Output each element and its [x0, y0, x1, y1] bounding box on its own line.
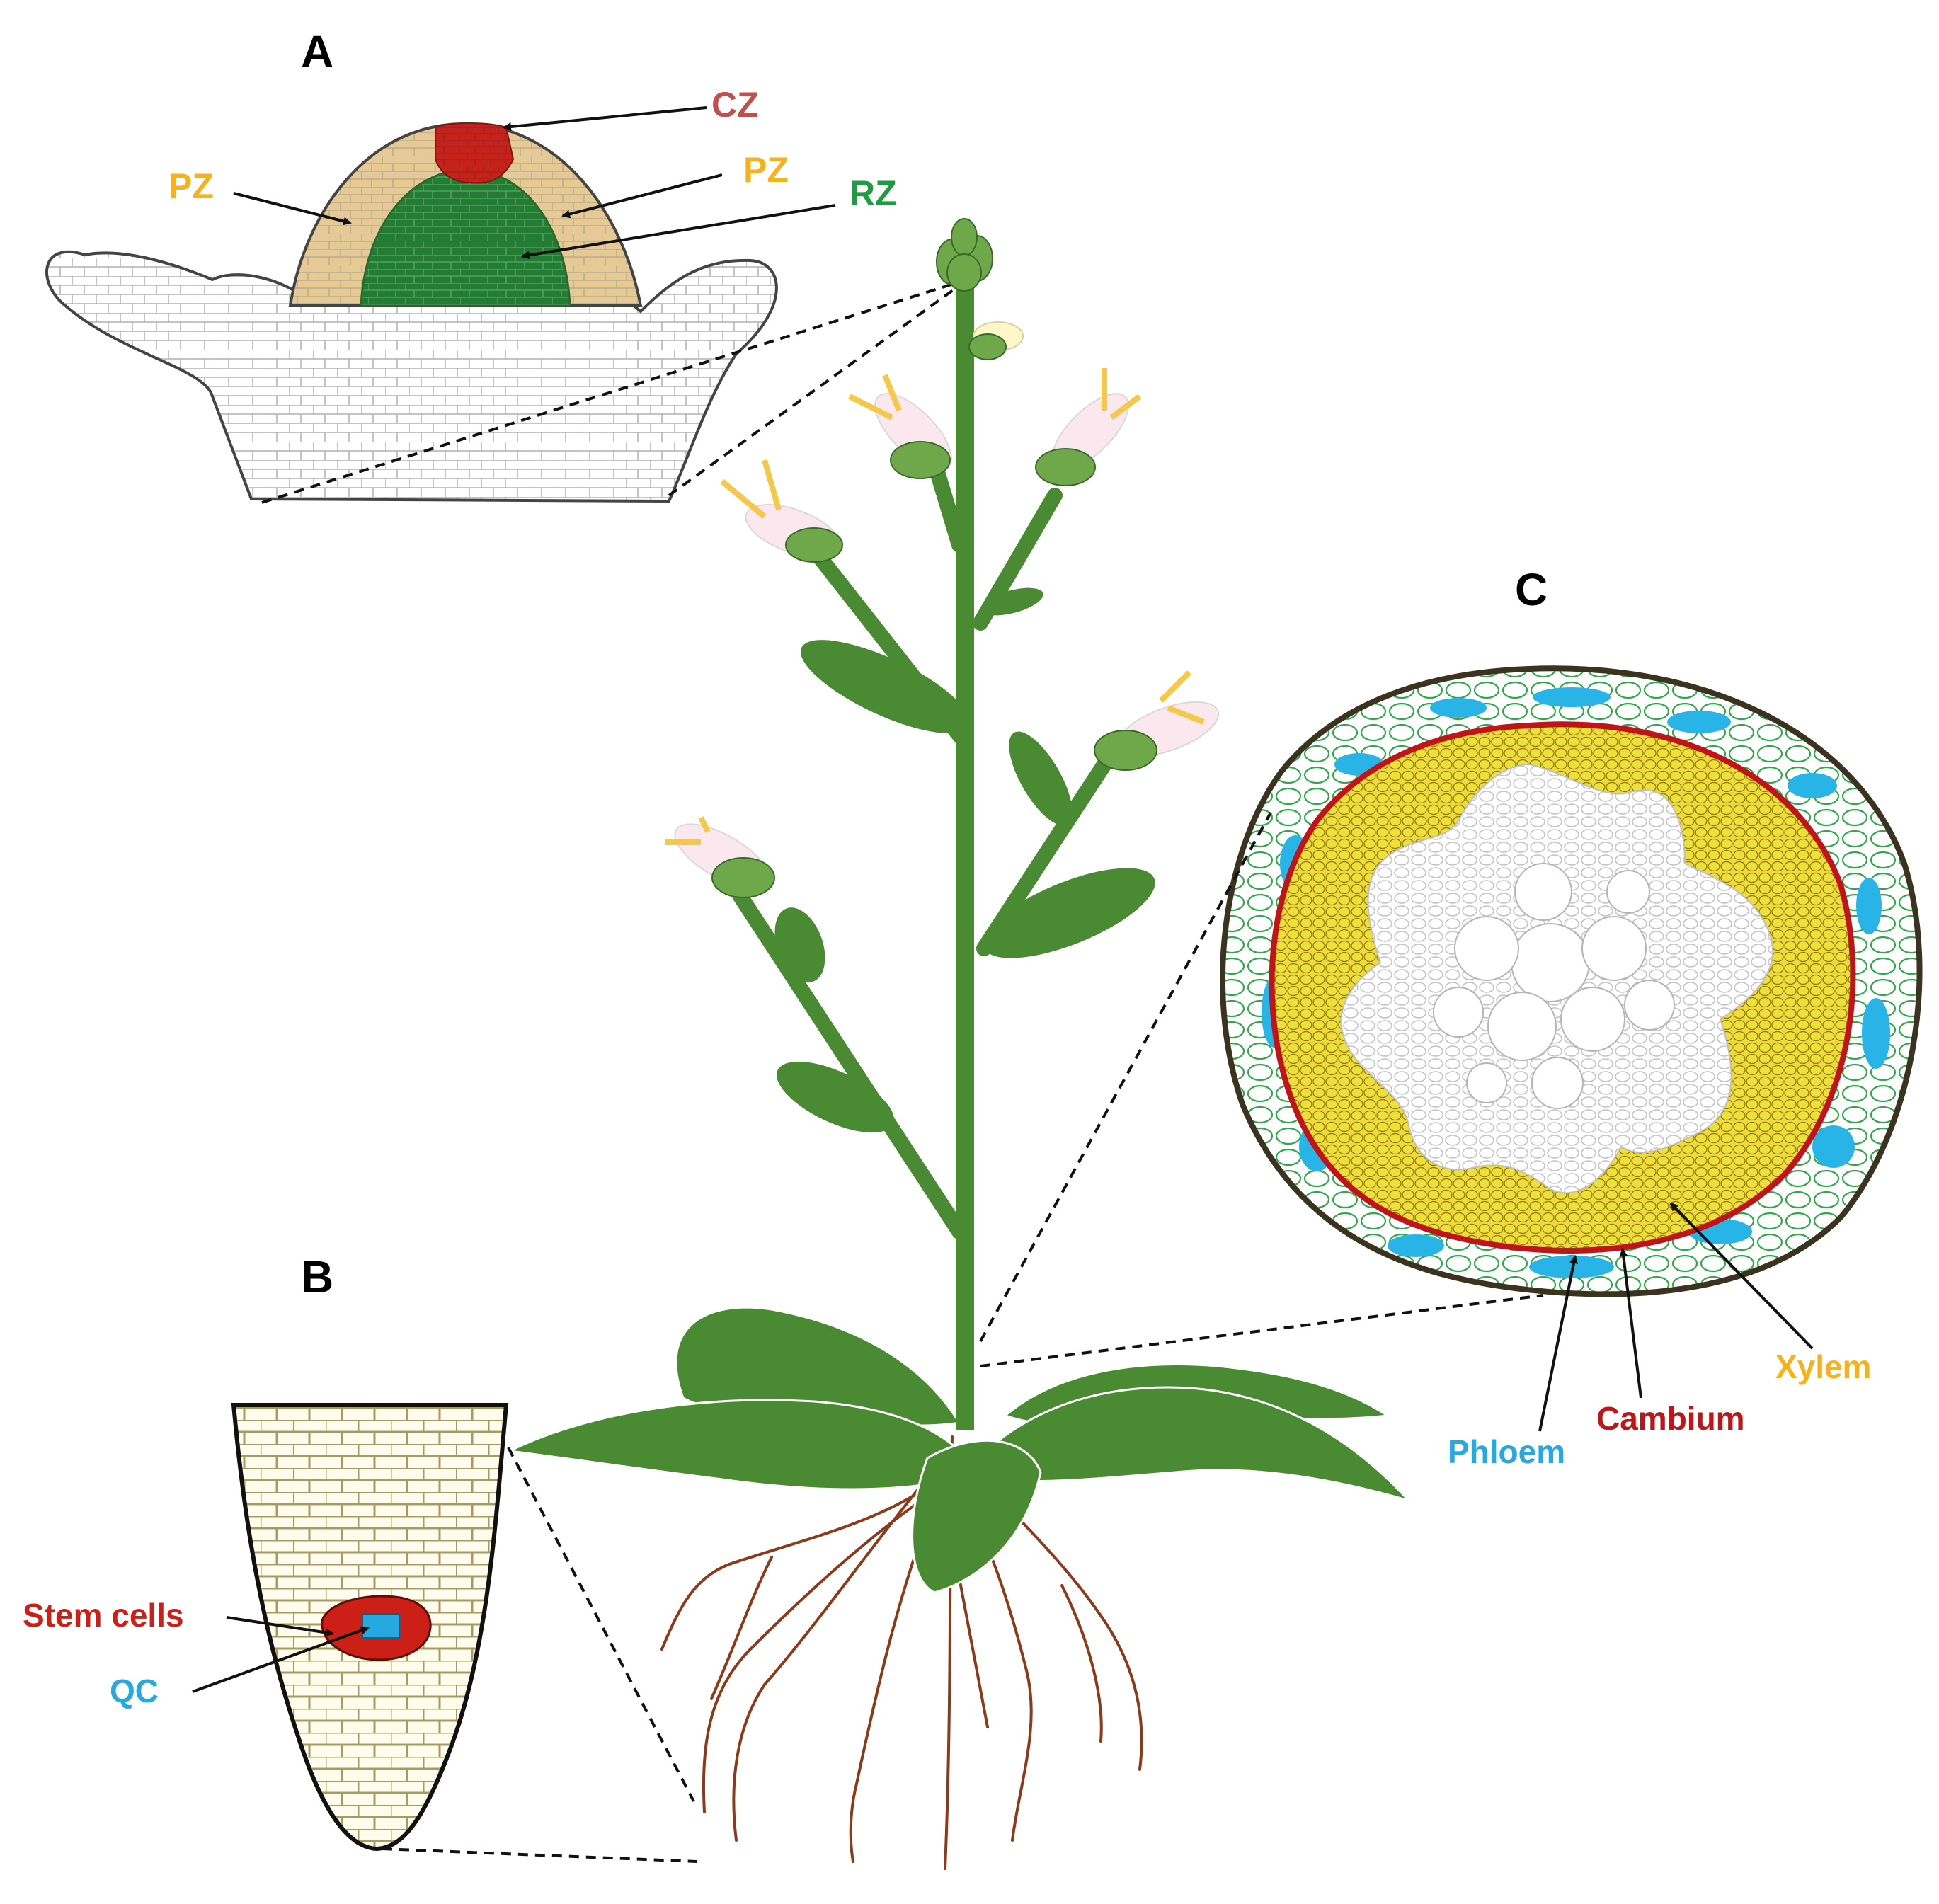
stem-cells-label: Stem cells: [23, 1597, 184, 1634]
rosette-leaves: [505, 1306, 1412, 1594]
central-zone: [435, 122, 515, 184]
panel-a: A CZ PZ PZ RZ: [45, 26, 964, 504]
cz-arrow: [503, 106, 707, 131]
inflorescence-apex: [936, 218, 993, 292]
panel-b: B Stem cells QC: [23, 1251, 698, 1863]
stem-cells-arrow: [226, 1616, 334, 1637]
xylem-label: Xylem: [1775, 1348, 1872, 1385]
quiescent-center: [362, 1613, 400, 1639]
zoom-line-b-upper: [507, 1447, 695, 1802]
main-stem: [956, 283, 974, 1430]
pz-right-arrow: [561, 173, 723, 219]
sam-tissue-base: [45, 250, 778, 503]
rz-label: RZ: [850, 173, 897, 213]
pith-large-cells: [1433, 863, 1675, 1109]
flowers: [665, 218, 1220, 898]
cambium-arrow: [1619, 1248, 1642, 1399]
flower: [1094, 670, 1220, 771]
cambium-label: Cambium: [1596, 1400, 1745, 1437]
flower: [1035, 368, 1142, 486]
flower: [665, 816, 775, 898]
pz-right-label: PZ: [743, 150, 789, 190]
pz-left-label: PZ: [168, 166, 214, 206]
zoom-line-a-upper: [668, 282, 964, 497]
xylem-arrow: [1669, 1202, 1814, 1350]
phloem-label: Phloem: [1448, 1433, 1565, 1470]
zoom-line-a-lower: [261, 282, 956, 504]
branches: [732, 466, 1112, 1239]
flower: [848, 374, 952, 479]
qc-label: QC: [110, 1673, 159, 1709]
flower: [720, 459, 843, 563]
flower-bud: [968, 321, 1024, 360]
pz-left-arrow: [233, 192, 352, 226]
zoom-line-c-lower: [980, 1294, 1544, 1367]
cz-label: CZ: [711, 85, 759, 125]
phloem-arrow: [1538, 1255, 1578, 1432]
panel-c-letter: C: [1515, 564, 1548, 615]
panel-c: C: [979, 564, 1923, 1470]
zoom-line-b-lower: [382, 1847, 698, 1863]
qc-arrow: [192, 1626, 370, 1693]
panel-a-letter: A: [301, 26, 333, 77]
rz-arrow: [521, 204, 836, 260]
panel-b-letter: B: [301, 1251, 333, 1302]
roots: [660, 1435, 1143, 1870]
plant: [505, 218, 1412, 1870]
